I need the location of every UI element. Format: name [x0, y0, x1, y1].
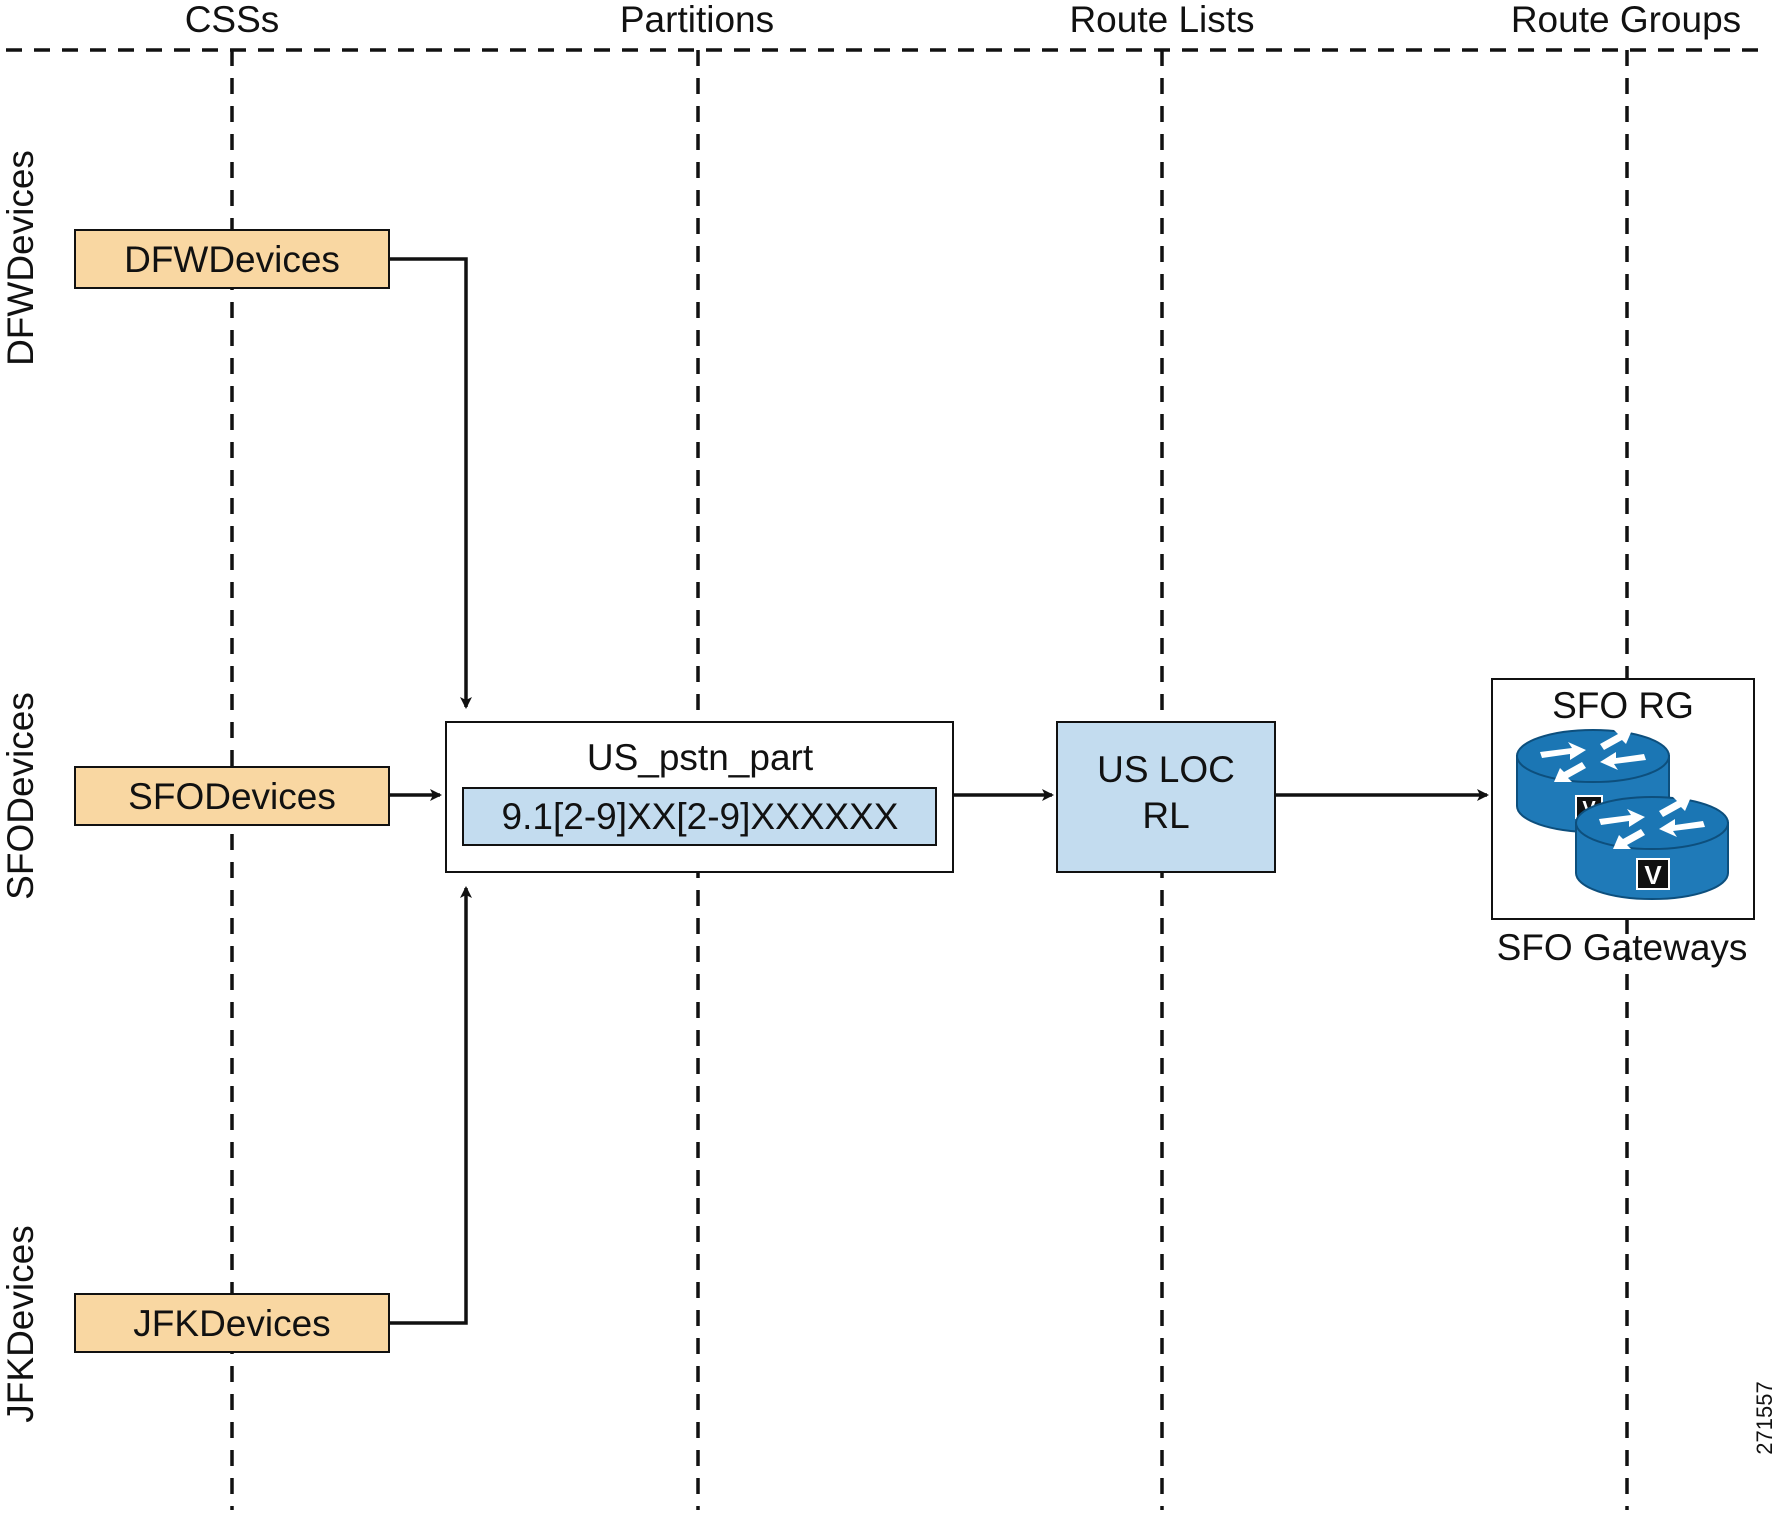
route-list-rect: [1056, 721, 1276, 873]
row-label-sfo: SFODevices: [0, 692, 41, 900]
voice-gateway-router-icon: V: [1516, 729, 1670, 833]
connector-jfk-to-partition: [389, 886, 472, 1325]
css-box-dfw-rect: [74, 229, 390, 289]
route-group-caption: SFO Gateways: [1497, 927, 1748, 968]
css-box-jfk[interactable]: JFKDevices: [74, 1293, 390, 1353]
row-label-dfw: DFWDevices: [0, 150, 41, 366]
route-list-box[interactable]: US LOC RL: [1056, 721, 1276, 873]
connector-dfw-to-partition: [389, 257, 472, 709]
route-group-box[interactable]: SFO RG V V: [1491, 678, 1755, 920]
column-header-route-groups: Route Groups: [1511, 0, 1741, 40]
column-header-route-lists: Route Lists: [1069, 0, 1254, 40]
partition-pattern-rect: [462, 787, 937, 846]
router-badge-front: V: [1644, 860, 1662, 890]
partition-title: US_pstn_part: [587, 737, 814, 778]
css-box-sfo-rect: [74, 766, 390, 826]
voice-gateway-router-icon-front: V: [1575, 796, 1729, 900]
row-label-jfk: JFKDevices: [0, 1225, 41, 1422]
css-box-dfw-label: DFWDevices: [124, 239, 340, 280]
css-box-jfk-label: JFKDevices: [133, 1303, 330, 1344]
column-header-partitions: Partitions: [620, 0, 774, 40]
css-box-jfk-rect: [74, 1293, 390, 1353]
css-box-dfw[interactable]: DFWDevices: [74, 229, 390, 289]
figure-id: 271557: [1752, 1381, 1777, 1454]
partition-box[interactable]: US_pstn_part 9.1[2-9]XX[2-9]XXXXXX: [445, 721, 954, 873]
column-header-csss: CSSs: [185, 0, 280, 40]
route-group-title: SFO RG: [1552, 685, 1694, 726]
css-box-sfo[interactable]: SFODevices: [74, 766, 390, 826]
route-list-line1: US LOC: [1097, 749, 1235, 790]
partition-pattern: 9.1[2-9]XX[2-9]XXXXXX: [502, 796, 899, 837]
route-list-line2: RL: [1142, 795, 1189, 836]
css-box-sfo-label: SFODevices: [128, 776, 336, 817]
